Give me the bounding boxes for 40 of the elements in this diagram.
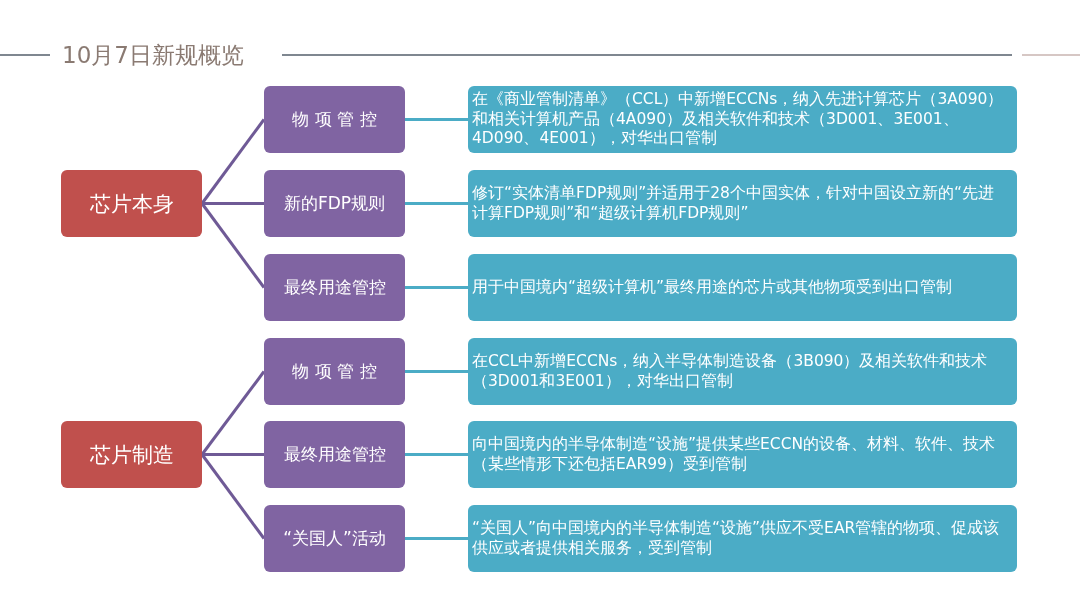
description-box — [468, 170, 1017, 237]
description-text: 在《商业管制清单》（CCL）中新增ECCNs，纳入先进计算芯片（3A090）和相关计算机产品（4A090）及相关软件和技术（3D001、3E001、4D090、4E001），对华出口管制 — [472, 89, 1005, 150]
subcategory-box — [264, 86, 405, 153]
description-box — [468, 338, 1017, 405]
connector-line — [405, 453, 468, 456]
connector-line — [202, 453, 264, 456]
description-box — [468, 421, 1017, 488]
title: 10月7日新规概览 — [62, 41, 244, 70]
description-text: 修订“实体清单FDP规则”并适用于28个中国实体，针对中国设立新的“先进计算FDP规则”和“超级计算机FDP规则” — [472, 183, 995, 224]
category-box — [61, 421, 202, 488]
description-text: 在CCL中新增ECCNs，纳入半导体制造设备（3B090）及相关软件和技术（3D001和3E001），对华出口管制 — [472, 351, 989, 392]
box-label: “关国人”活动 — [283, 527, 386, 550]
box-label: 最终用途管控 — [283, 276, 386, 299]
connector-line — [405, 370, 468, 373]
description-box — [468, 505, 1017, 572]
connector-line — [200, 202, 266, 289]
subcategory-box — [264, 505, 405, 572]
box-label: 新的FDP规则 — [283, 192, 386, 215]
subcategory-box — [264, 338, 405, 405]
connector-line — [405, 202, 468, 205]
description-box — [468, 254, 1017, 321]
description-text: 用于中国境内“超级计算机”最终用途的芯片或其他物项受到出口管制 — [472, 277, 953, 298]
connector-line — [200, 370, 266, 456]
box-label: 芯片制造 — [89, 441, 174, 469]
box-label: 最终用途管控 — [283, 443, 386, 466]
description-text: “关国人”向中国境内的半导体制造“设施”供应不受EAR管辖的物项、促成该供应或者提供相关服务，受到管制 — [472, 518, 1001, 559]
connector-line — [405, 118, 468, 121]
connector-line — [405, 286, 468, 289]
subcategory-box — [264, 254, 405, 321]
box-label: 芯片本身 — [89, 190, 174, 218]
description-text: 向中国境内的半导体制造“设施”提供某些ECCN的设备、材料、软件、技术（某些情形下还包括EAR99）受到管制 — [472, 434, 997, 475]
category-box — [61, 170, 202, 237]
connector-line — [202, 202, 264, 205]
connector-line — [405, 537, 468, 540]
subcategory-box — [264, 421, 405, 488]
subcategory-box — [264, 170, 405, 237]
box-label: 物 项 管 控 — [292, 360, 377, 383]
connector-line — [200, 118, 266, 205]
box-label: 物 项 管 控 — [292, 108, 377, 131]
connector-line — [200, 453, 266, 540]
